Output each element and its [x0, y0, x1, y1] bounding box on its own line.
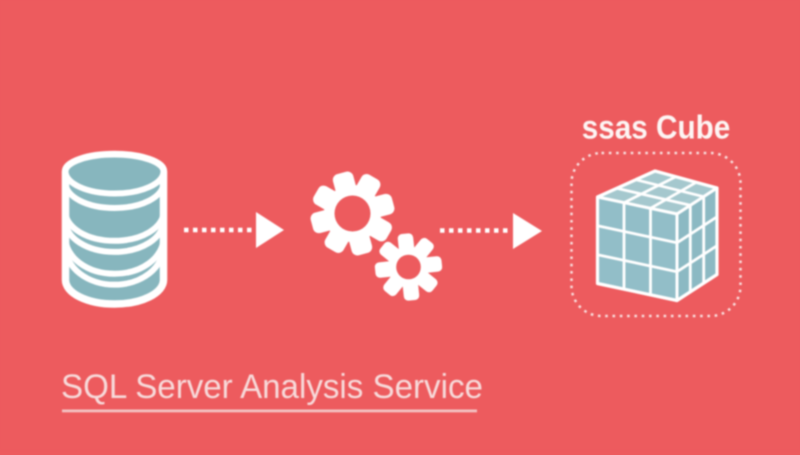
svg-text:ssas Cube: ssas Cube — [582, 109, 730, 146]
svg-text:SQL Server Analysis Service: SQL Server Analysis Service — [61, 369, 483, 406]
